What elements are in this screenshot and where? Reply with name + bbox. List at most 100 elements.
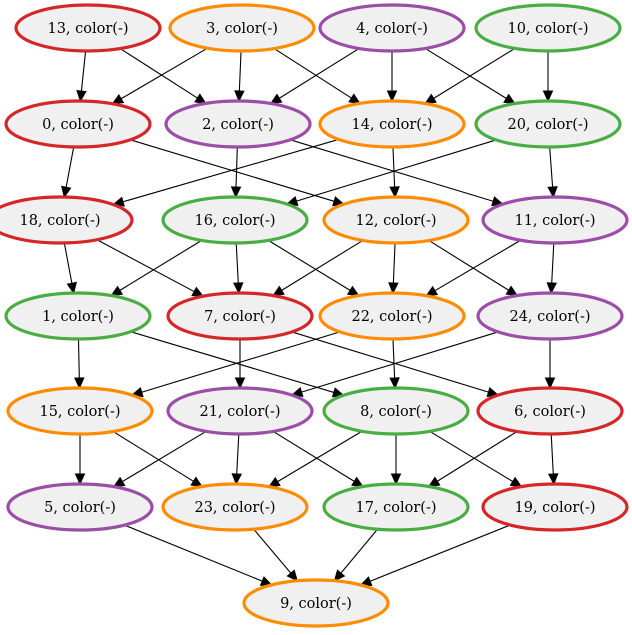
- arrowhead-icon: [547, 473, 559, 486]
- edge-line: [122, 430, 207, 483]
- edge-line: [424, 47, 507, 99]
- node-label: 20, color(-): [507, 117, 588, 133]
- node-3: 3, color(-): [168, 3, 316, 53]
- node-ellipse: [476, 291, 624, 341]
- edge-8-to-23: [267, 430, 363, 488]
- edge-12-to-7: [272, 239, 364, 297]
- edge-17-to-9: [333, 528, 378, 582]
- node-0: 0, color(-): [4, 99, 152, 149]
- edge-line: [268, 239, 351, 291]
- node-ellipse: [4, 291, 152, 341]
- node-12: 12, color(-): [322, 195, 470, 245]
- edge-15-to-23: [112, 430, 204, 488]
- arrowhead-icon: [427, 476, 441, 488]
- node-label: 15, color(-): [39, 404, 120, 420]
- edge-line: [272, 430, 355, 482]
- edge-2-to-16: [230, 146, 242, 199]
- arrowhead-icon: [231, 473, 243, 486]
- edge-line: [290, 139, 494, 202]
- edge-line: [112, 430, 194, 482]
- node-ellipse: [318, 99, 466, 149]
- arrowhead-icon: [542, 90, 554, 103]
- edge-line: [428, 240, 509, 291]
- arrowhead-icon: [232, 282, 244, 295]
- node-label: 7, color(-): [204, 309, 276, 325]
- edge-line: [429, 430, 514, 482]
- node-ellipse: [168, 3, 316, 53]
- node-ellipse: [161, 482, 309, 532]
- node-7: 7, color(-): [166, 291, 314, 341]
- arrowhead-icon: [389, 377, 400, 390]
- arrowhead-icon: [351, 476, 364, 488]
- node-ellipse: [322, 482, 470, 532]
- edge-line: [369, 524, 511, 582]
- arrowhead-icon: [503, 93, 516, 105]
- edge-10-to-14: [424, 47, 516, 105]
- node-label: 4, color(-): [356, 21, 428, 37]
- edge-14-to-12: [389, 146, 400, 199]
- edge-20-to-16: [285, 139, 497, 207]
- edge-12-to-24: [428, 240, 519, 297]
- node-label: 12, color(-): [355, 213, 436, 229]
- arrowhead-icon: [74, 377, 85, 390]
- node-ellipse: [14, 3, 162, 53]
- edge-8-to-19: [429, 430, 523, 488]
- arrowhead-icon: [388, 282, 399, 295]
- edge-11-to-22: [425, 239, 521, 297]
- edge-6-to-17: [427, 431, 518, 488]
- node-9: 9, color(-): [242, 578, 390, 628]
- arrowhead-icon: [272, 285, 285, 297]
- node-ellipse: [322, 195, 470, 245]
- node-label: 14, color(-): [351, 117, 432, 133]
- node-14: 14, color(-): [318, 99, 466, 149]
- node-ellipse: [476, 386, 624, 436]
- node-2: 2, color(-): [164, 99, 312, 149]
- arrowhead-icon: [74, 473, 86, 486]
- node-23: 23, color(-): [161, 482, 309, 532]
- node-5: 5, color(-): [6, 482, 154, 532]
- edge-22-to-8: [389, 338, 400, 390]
- edge-4-to-2: [269, 48, 360, 105]
- node-17: 17, color(-): [322, 482, 470, 532]
- arrowhead-icon: [390, 473, 402, 486]
- edge-5-to-9: [124, 524, 273, 586]
- edge-line: [301, 331, 499, 393]
- edge-21-to-17: [272, 430, 364, 488]
- node-ellipse: [322, 386, 470, 436]
- node-ellipse: [6, 482, 154, 532]
- edge-layer: [61, 47, 559, 586]
- edge-line: [291, 331, 489, 393]
- arrowhead-icon: [194, 93, 207, 105]
- edge-15-to-5: [74, 434, 86, 486]
- arrowhead-icon: [386, 90, 398, 103]
- node-10: 10, color(-): [474, 3, 622, 53]
- node-18: 18, color(-): [0, 195, 134, 245]
- edge-13-to-2: [119, 48, 207, 105]
- edge-line: [550, 433, 554, 475]
- node-ellipse: [318, 3, 466, 53]
- edge-line: [80, 50, 87, 92]
- arrowhead-icon: [61, 185, 72, 199]
- node-label: 22, color(-): [351, 309, 432, 325]
- edge-16-to-1: [110, 239, 202, 297]
- node-ellipse: [166, 291, 314, 341]
- node-ellipse: [0, 195, 134, 245]
- edge-line: [96, 239, 195, 293]
- node-label: 13, color(-): [47, 21, 128, 37]
- arrowhead-icon: [505, 285, 519, 297]
- edge-line: [77, 338, 80, 379]
- edge-line: [130, 331, 334, 393]
- node-ellipse: [318, 291, 466, 341]
- node-label: 24, color(-): [509, 309, 590, 325]
- node-19: 19, color(-): [481, 482, 629, 532]
- edge-line: [433, 47, 516, 99]
- node-label: 10, color(-): [507, 21, 588, 37]
- arrowhead-icon: [389, 186, 400, 199]
- edge-21-to-23: [231, 433, 243, 486]
- edge-line: [392, 242, 396, 284]
- node-ellipse: [242, 578, 390, 628]
- arrowhead-icon: [234, 90, 245, 103]
- edge-line: [281, 239, 364, 291]
- node-label: 2, color(-): [202, 117, 274, 133]
- node-11: 11, color(-): [481, 195, 629, 245]
